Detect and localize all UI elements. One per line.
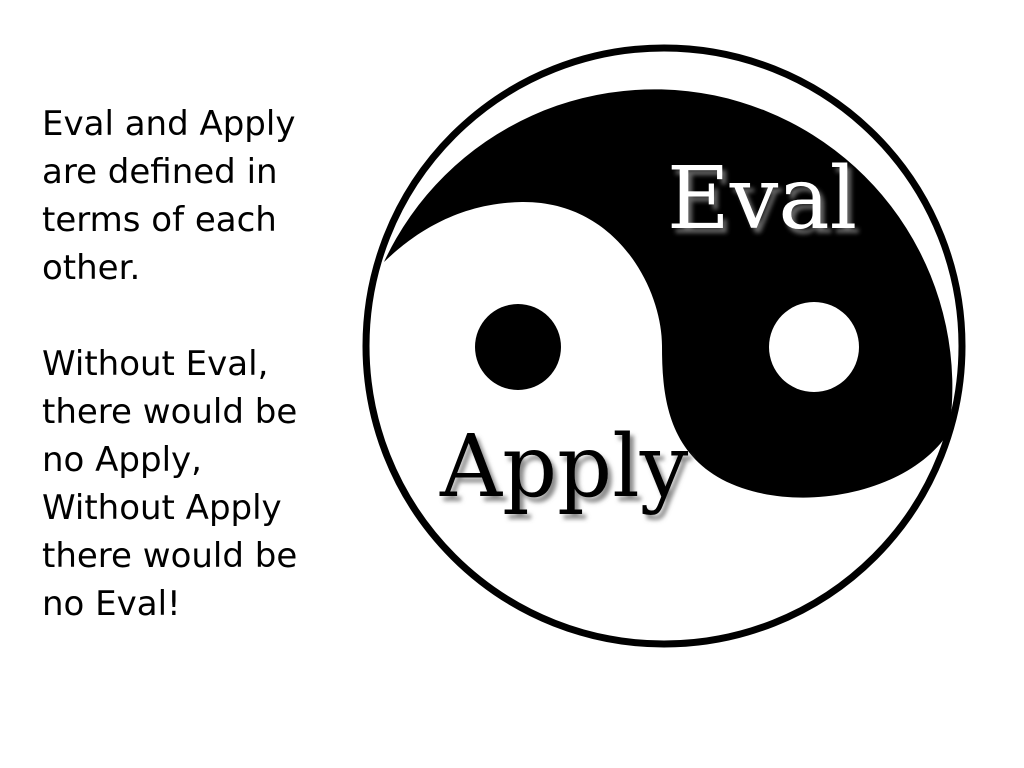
yin-yang-symbol: Eval Apply bbox=[362, 44, 972, 654]
apply-label: Apply bbox=[439, 417, 689, 517]
caption-text: Eval and Apply are defined in terms of e… bbox=[42, 100, 342, 628]
caption-paragraph-2: Without Eval, there would be no Apply, W… bbox=[42, 344, 298, 624]
eval-label: Eval bbox=[667, 149, 857, 249]
dark-dot bbox=[475, 304, 561, 390]
light-dot bbox=[769, 302, 859, 392]
yin-yang-svg: Eval Apply bbox=[362, 44, 966, 648]
dark-swirl bbox=[384, 89, 953, 498]
caption-paragraph-1: Eval and Apply are defined in terms of e… bbox=[42, 104, 296, 288]
